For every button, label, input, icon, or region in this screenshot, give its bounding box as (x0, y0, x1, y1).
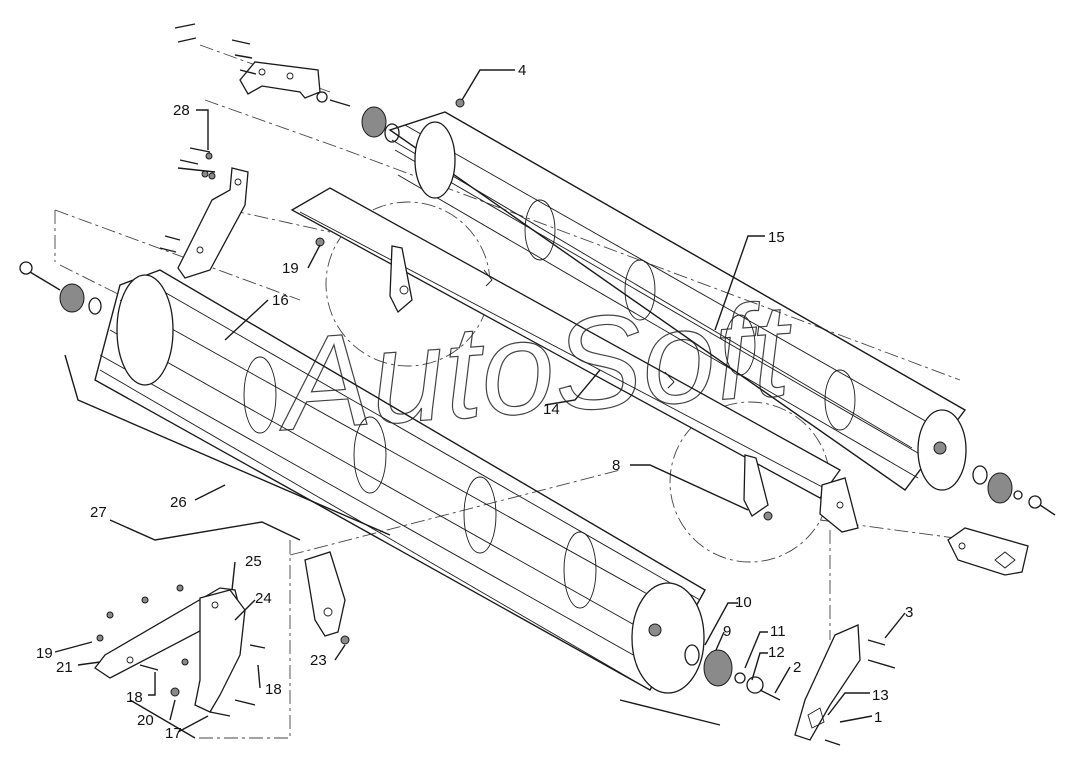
watermark: AutoSoft (271, 275, 799, 458)
callout-14: 14 (543, 401, 560, 418)
bottom-left-bracket-assembly (94, 584, 266, 717)
rear-roller (388, 98, 967, 491)
lower-center-bracket (304, 551, 350, 645)
callout-23: 23 (310, 652, 327, 669)
callout-20: 20 (137, 712, 154, 729)
lower-right-bracket (794, 624, 896, 746)
callout-27: 27 (90, 504, 107, 521)
right-bearing-hardware (972, 465, 1056, 516)
callout-13: 13 (872, 687, 889, 704)
bolt-group-28 (177, 147, 216, 180)
callout-3: 3 (905, 604, 913, 621)
callout-25: 25 (245, 553, 262, 570)
callout-9: 9 (723, 623, 731, 640)
callout-16: 16 (272, 292, 289, 309)
left-vertical-bracket (159, 167, 249, 279)
callout-18-left: 18 (126, 689, 143, 706)
callout-24: 24 (255, 590, 272, 607)
front-roller (94, 269, 706, 694)
callout-19-top: 19 (282, 260, 299, 277)
callout-19-bottom: 19 (36, 645, 53, 662)
callout-4: 4 (518, 62, 526, 79)
callout-17: 17 (165, 725, 182, 742)
callout-26: 26 (170, 494, 187, 511)
callout-18-right: 18 (265, 681, 282, 698)
callout-11: 11 (770, 623, 786, 640)
callout-1: 1 (874, 709, 882, 726)
callout-15: 15 (768, 229, 785, 246)
callout-28: 28 (173, 102, 190, 119)
callout-12: 12 (768, 644, 785, 661)
leader-lines (54, 69, 906, 739)
center-frame-beam (290, 187, 859, 533)
left-bearing-hardware (19, 261, 102, 315)
callout-labels: 4 28 19 16 15 14 8 26 27 25 24 3 10 11 9… (36, 62, 913, 742)
callout-10: 10 (735, 594, 752, 611)
callout-21: 21 (56, 659, 73, 676)
callout-8: 8 (612, 457, 620, 474)
front-bearing-hardware (684, 644, 781, 701)
callout-2: 2 (793, 659, 801, 676)
right-mounting-plate (947, 527, 1029, 576)
